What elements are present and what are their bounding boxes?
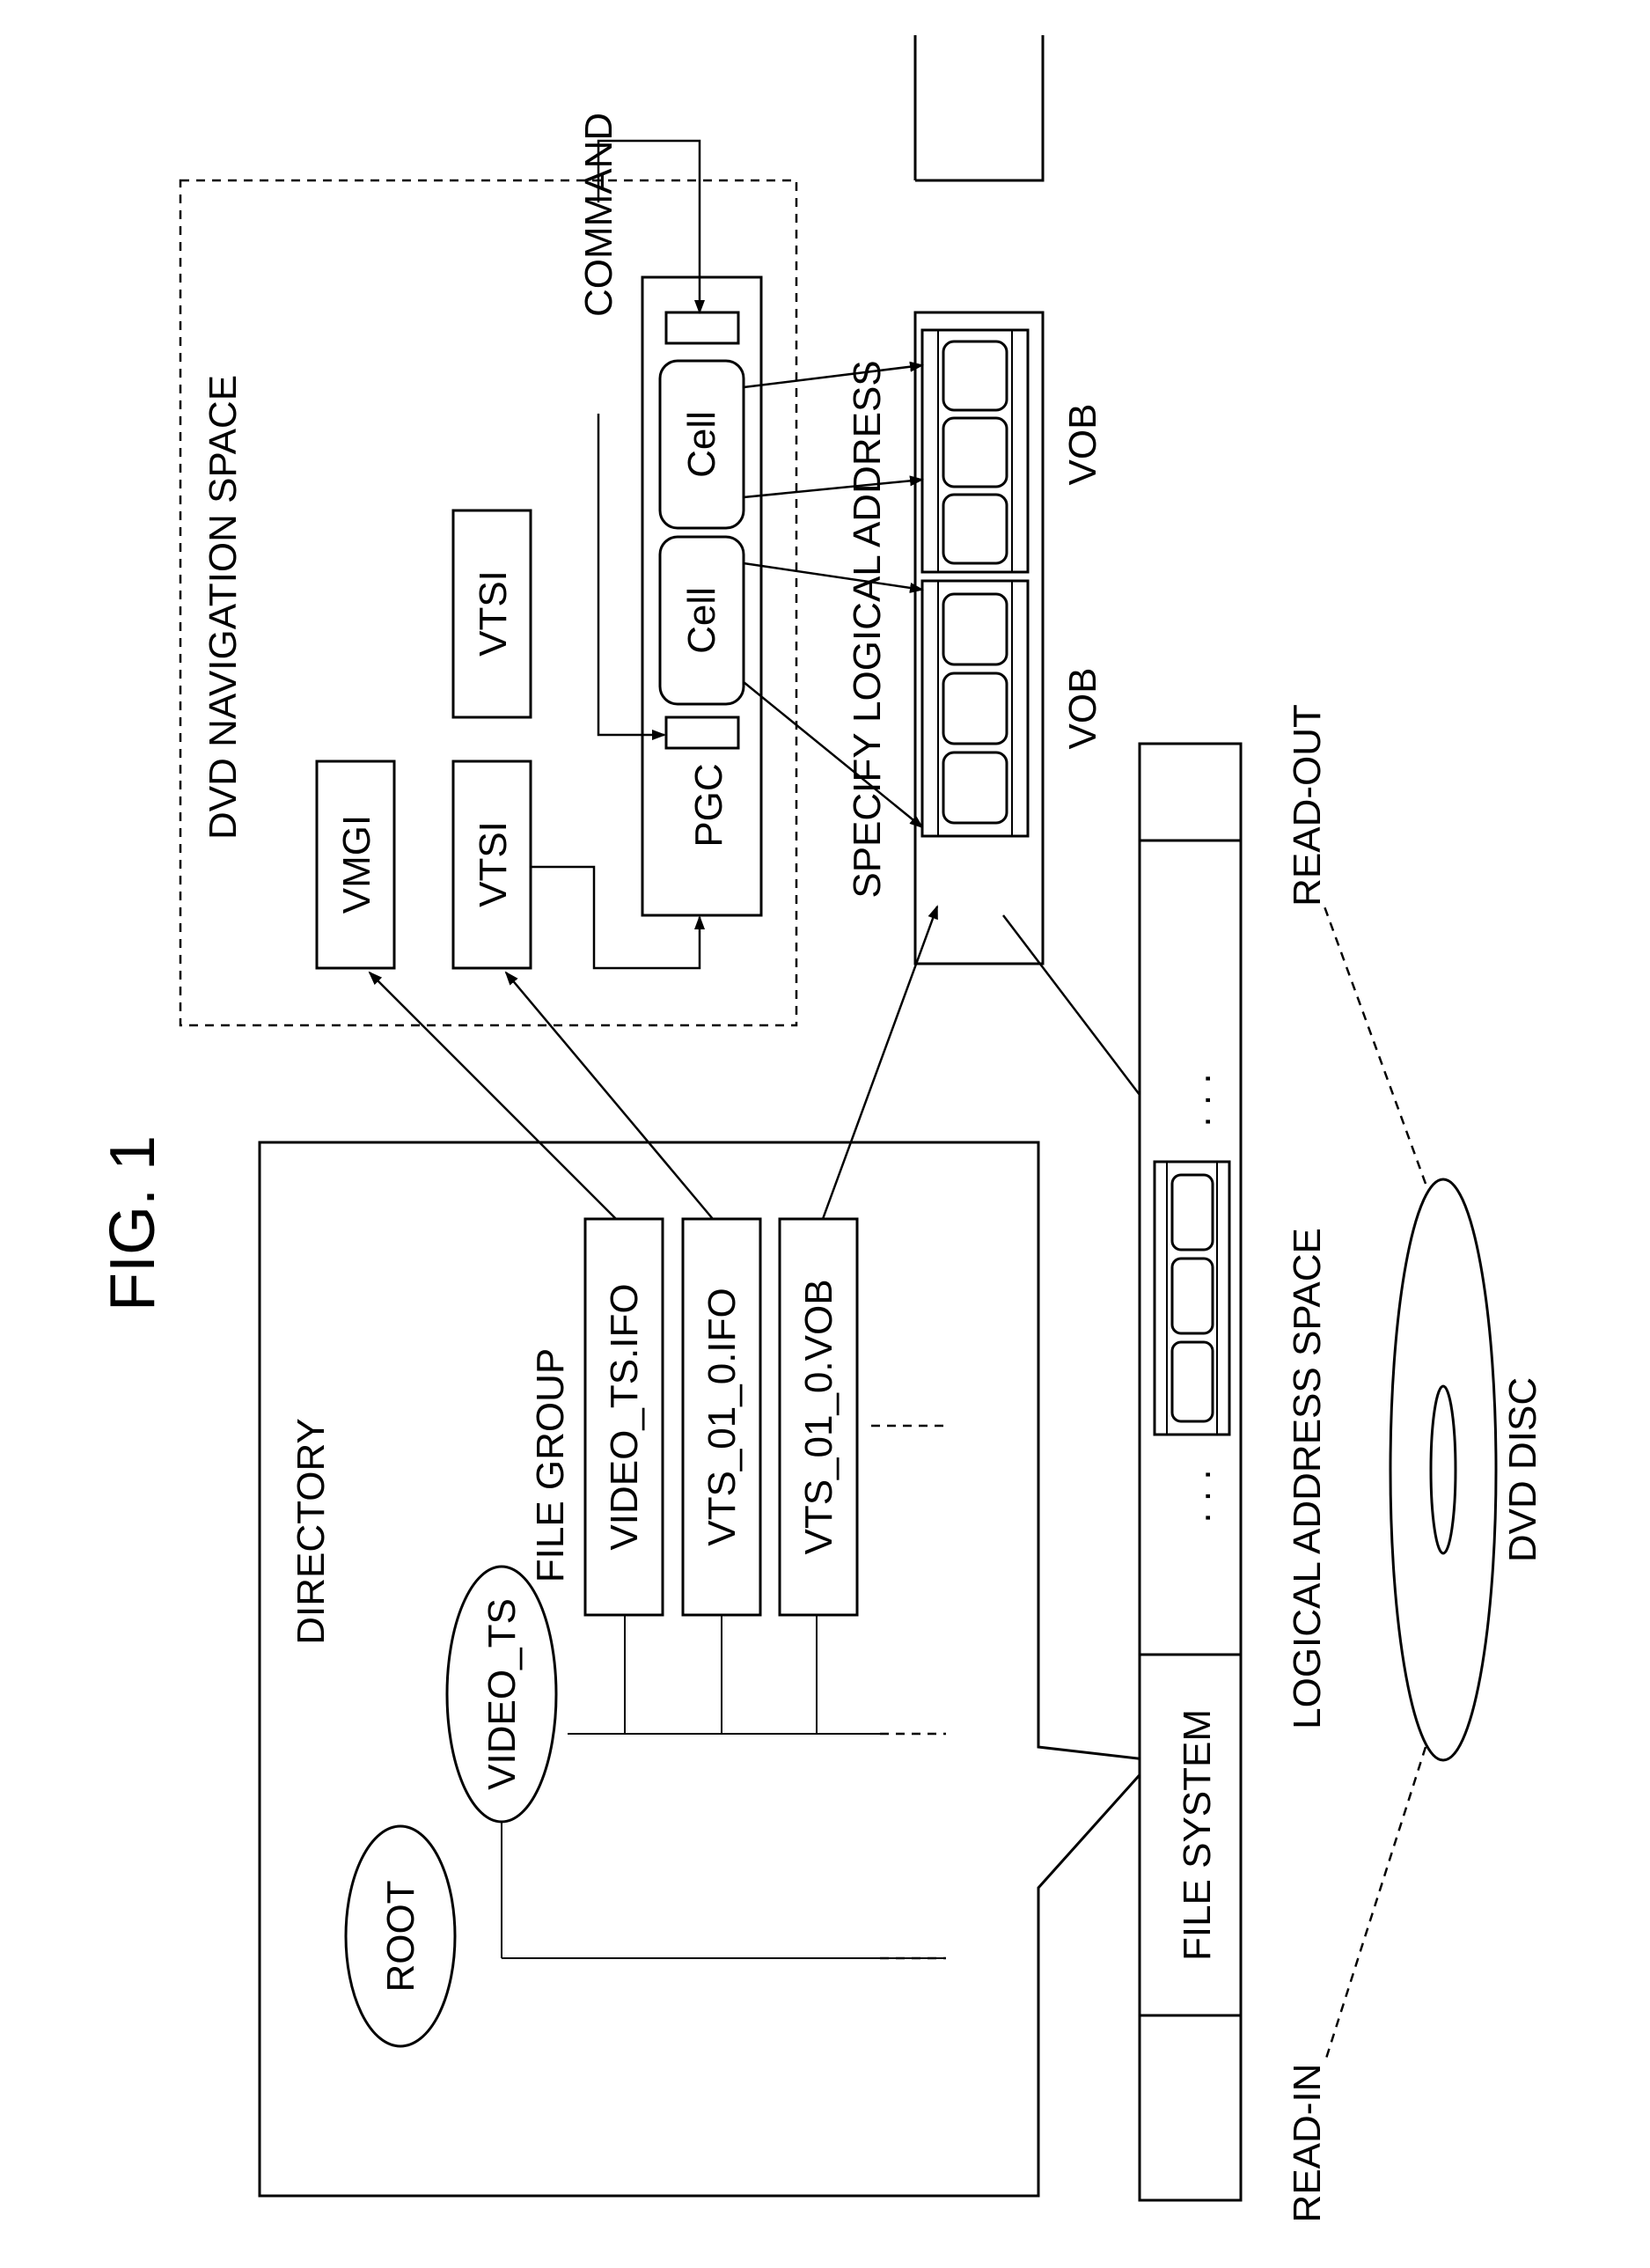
command-slot-pre: [666, 717, 738, 748]
vob-label-1: VOB: [1061, 668, 1104, 750]
ellipsis-1: . . .: [1176, 1073, 1219, 1127]
directory-block: DIRECTORY ROOT VIDEO_TS FILE GROUP VIDEO…: [260, 1142, 1153, 2196]
logical-address-space: . . . . . . FILE SYSTEM LOGICAL ADDRESS …: [1140, 744, 1329, 2200]
read-out-label: READ-OUT: [1286, 704, 1329, 906]
vob-area: SPECIFY LOGICAL ADDRESS VOB VOB: [744, 35, 1104, 964]
pgc-label: PGC: [687, 763, 730, 847]
specify-logical-address-label: SPECIFY LOGICAL ADDRESS: [846, 360, 889, 898]
file-name-vts-01-0-ifo: VTS_01_0.IFO: [700, 1288, 744, 1545]
directory-label: DIRECTORY: [290, 1418, 333, 1645]
file-group-label: FILE GROUP: [529, 1348, 572, 1583]
vtsi-label-1: VTSI: [472, 821, 515, 907]
video-ts-label: VIDEO_TS: [480, 1598, 524, 1790]
logical-address-space-label: LOGICAL ADDRESS SPACE: [1286, 1228, 1329, 1729]
file-name-video-ts-ifo: VIDEO_TS.IFO: [603, 1283, 646, 1550]
figure-title: FIG. 1: [98, 1135, 168, 1311]
navigation-space: DVD NAVIGATION SPACE VMGI VTSI VTSI PGC …: [180, 113, 796, 1025]
film-strip-3: [1155, 1162, 1229, 1435]
vob-label-2: VOB: [1061, 404, 1104, 486]
cell-label-1: Cell: [680, 587, 723, 654]
film-strip-1: [922, 581, 1028, 836]
vmgi-label: VMGI: [335, 815, 378, 914]
dvd-disc-label: DVD DISC: [1501, 1377, 1544, 1562]
file-system-label: FILE SYSTEM: [1176, 1709, 1219, 1961]
command-slot-post: [666, 312, 738, 343]
cell-label-2: Cell: [680, 411, 723, 478]
root-label: ROOT: [379, 1880, 422, 1992]
vtsi-label-2: VTSI: [472, 570, 515, 657]
file-name-vts-01-0-vob: VTS_01_0.VOB: [797, 1279, 840, 1554]
read-in-label: READ-IN: [1286, 2064, 1329, 2223]
navigation-space-label: DVD NAVIGATION SPACE: [202, 375, 245, 840]
ellipsis-2: . . .: [1176, 1469, 1219, 1523]
film-strip-2: [922, 330, 1028, 572]
